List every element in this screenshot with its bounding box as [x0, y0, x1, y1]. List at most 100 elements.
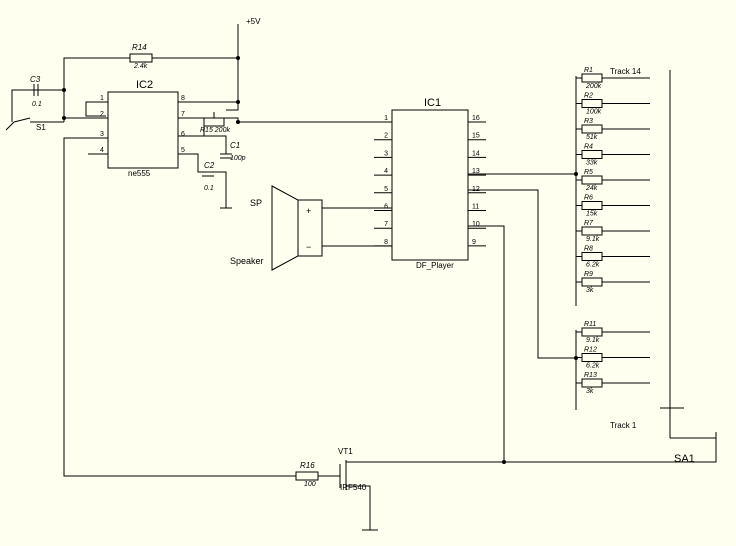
ladder-a-name: R1	[584, 67, 593, 74]
supply-label: +5V	[246, 17, 261, 26]
junction-dot	[574, 356, 578, 360]
vt1-name: VT1	[338, 447, 353, 456]
ladder-a-name: R9	[584, 271, 593, 278]
ladder-a-name: R4	[584, 144, 593, 151]
wire-ic2-pin5	[178, 153, 227, 208]
ic1-part: DF_Player	[416, 261, 454, 270]
ladder-a-resistor	[581, 99, 603, 108]
ladder-a-resistor	[581, 124, 603, 134]
ladder-b-name: R11	[584, 321, 596, 328]
ladder-b-name: R13	[584, 372, 597, 379]
ladder-a-resistor	[581, 201, 603, 210]
ic2-pin-label: 1	[100, 95, 104, 102]
ladder-a-value: 100k	[586, 109, 602, 116]
ladder-a-value: 33k	[586, 160, 598, 167]
ladder-a-value: 24k	[585, 185, 598, 192]
ic1-pin-label: 9	[472, 239, 476, 246]
ic2-body	[107, 91, 179, 169]
wire-s1-left	[5, 121, 15, 131]
ic2-pin-label: 6	[181, 131, 185, 138]
ladder-a-resistor	[581, 175, 603, 185]
ladder-a-resistor	[581, 73, 603, 83]
ic1-pin-label: 14	[472, 150, 480, 157]
speaker-ref: SP	[250, 198, 262, 208]
track-bottom-label: Track 1	[610, 421, 637, 430]
ladder-a-resistor	[581, 277, 603, 287]
junction-dot	[236, 56, 240, 60]
c2-name: C2	[204, 161, 215, 170]
r14-name: R14	[132, 43, 147, 52]
ladder-a-resistor	[581, 252, 603, 261]
r14: R14 2.4k	[129, 43, 153, 70]
c2: C2 0.1	[202, 161, 215, 192]
vt1-part: IRF540	[340, 483, 367, 492]
r15-label: R15 200k	[200, 127, 230, 134]
s1-name: S1	[36, 123, 46, 132]
c1-name: C1	[230, 141, 240, 150]
r14-body	[129, 53, 153, 63]
ladder-a-value: 6.2k	[586, 262, 600, 269]
ladder-a-name: R6	[584, 195, 593, 202]
ic1-pin-label: 13	[472, 168, 480, 175]
ladder-b-resistor	[581, 327, 603, 337]
ic1-name: IC1	[424, 97, 441, 109]
junction-dot	[236, 120, 240, 124]
junction-dot	[502, 460, 506, 464]
r15-body	[203, 117, 225, 127]
wire-5v-rail	[226, 24, 239, 111]
wire-ic2-pin6	[178, 135, 227, 154]
ic2-pin-label: 5	[181, 147, 185, 154]
ladder-a-name: R3	[584, 118, 593, 125]
speaker-name: Speaker	[230, 256, 264, 266]
s1-lever	[13, 117, 31, 123]
ic1-pin-label: 7	[384, 221, 388, 228]
ic2: IC2 ne555 1 2 3 4 8 7 6 5	[100, 79, 185, 178]
ic1-body	[391, 109, 469, 261]
ic1-pin-label: 2	[384, 133, 388, 140]
resistor-ladder-a: R1200kR2100kR351kR433kR524kR615kR79.1kR8…	[576, 67, 650, 294]
wire-ic2-pin1	[85, 101, 108, 117]
ladder-b-name: R12	[584, 347, 597, 354]
ladder-b-value: 6.2k	[586, 363, 600, 370]
ic1-pin-label: 4	[384, 168, 388, 175]
r14-value: 2.4k	[133, 63, 148, 70]
c3-value: 0.1	[32, 101, 42, 108]
ladder-a-name: R8	[584, 246, 593, 253]
speaker: + − SP Speaker	[230, 185, 323, 271]
ladder-b-value: 3k	[586, 388, 594, 395]
r16-body	[295, 471, 319, 481]
ladder-b-resistor	[581, 353, 603, 362]
ic1-pin-label: 3	[384, 150, 388, 157]
ic2-pin-label: 3	[100, 131, 104, 138]
c3-name: C3	[30, 75, 41, 84]
ladder-a-name: R2	[584, 93, 593, 100]
r15: R15 200k	[200, 112, 230, 134]
ladder-a-value: 3k	[586, 287, 594, 294]
c2-value: 0.1	[204, 185, 214, 192]
ladder-a-name: R5	[584, 169, 593, 176]
ic2-pin-label: 4	[100, 147, 104, 154]
wire-r15	[204, 117, 392, 123]
speaker-cone	[271, 185, 299, 271]
speaker-plus: +	[306, 206, 311, 216]
ic1-pin-label: 10	[472, 221, 480, 228]
ladder-a-value: 200k	[585, 83, 602, 90]
ic1-pin-label: 1	[384, 115, 388, 122]
wire-source	[350, 485, 371, 530]
ic2-pin-label: 7	[181, 111, 185, 118]
c1-value: 100p	[230, 155, 246, 162]
ic1-pin-label: 12	[472, 186, 480, 193]
ic1-pin-label: 8	[384, 239, 388, 246]
junction-dot	[62, 116, 66, 120]
junction-dot	[236, 100, 240, 104]
ic2-part: ne555	[128, 169, 151, 178]
ic2-name: IC2	[136, 79, 153, 91]
ladder-a-name: R7	[584, 220, 594, 227]
ladder-a-resistor	[581, 226, 603, 236]
r16-name: R16	[300, 461, 315, 470]
ladder-a-value: 9.1k	[586, 236, 600, 243]
ladder-b-resistor	[581, 378, 603, 388]
